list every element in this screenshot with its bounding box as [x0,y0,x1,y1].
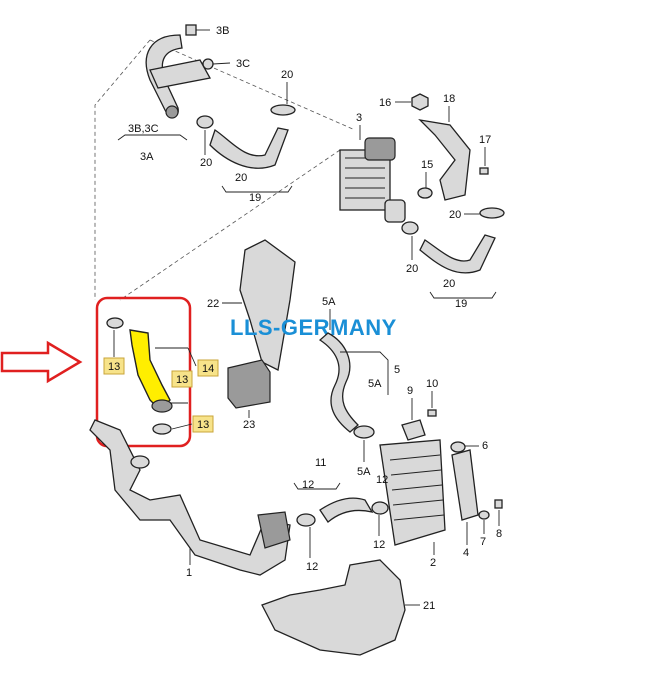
callout-3: 3 [356,112,362,124]
callout-16: 16 [379,97,391,109]
callout-12-c: 12 [306,561,318,573]
part-17-bolt [479,167,489,175]
callout-5a-bot: 5A [357,466,371,478]
callout-7: 7 [480,536,486,548]
callout-20-e: 20 [406,263,418,275]
part-15-grommet [417,187,433,199]
svg-text:14: 14 [202,363,214,375]
callout-20-a: 20 [281,69,293,81]
part-4-bracket [451,449,479,521]
part-19-hose-top [196,104,296,169]
badge-13-right: 13 [171,370,193,388]
callout-5: 5 [394,364,400,376]
callout-2: 2 [430,557,436,569]
svg-text:13: 13 [176,374,188,386]
part-2-intercooler-lower [379,439,446,546]
part-21-underbody-guard [261,559,406,656]
part-18-bracket [418,119,471,201]
svg-text:13: 13 [108,361,120,373]
badge-14: 14 [197,359,219,377]
part-5-hose [318,332,375,439]
callout-15: 15 [421,159,433,171]
watermark-text: LLS-GERMANY [230,315,397,340]
callout-19-right: 19 [455,298,467,310]
callout-23: 23 [243,419,255,431]
callout-20-d: 20 [449,209,461,221]
part-11-hose [296,497,389,527]
callout-9: 9 [407,385,413,397]
callout-11: 11 [315,457,326,469]
callout-12-d: 12 [373,539,385,551]
bolt-3b [185,24,210,36]
callout-5a-mid: 5A [368,378,382,390]
hose-13-highlighted [129,329,171,411]
callout-10: 10 [426,378,438,390]
badge-13-bottom: 13 [192,415,214,433]
callout-19-top: 19 [249,192,261,204]
part-3a-pipe-assembly [145,34,212,119]
callout-3a: 3A [140,151,154,163]
part-22-air-duct [239,239,296,371]
callout-12-a: 12 [302,479,314,491]
callout-12-b: 12 [376,474,388,486]
callout-20-b: 20 [200,157,212,169]
nut-3c [202,58,231,70]
callout-17: 17 [479,134,491,146]
callout-3b: 3B [216,25,229,37]
callout-8: 8 [496,528,502,540]
svg-text:13: 13 [197,419,209,431]
callout-22: 22 [207,298,219,310]
callout-3b3c: 3B,3C [128,123,159,135]
callout-6: 6 [482,440,488,452]
bracket-3b3c [117,134,188,141]
badge-13-left: 13 [103,357,125,375]
callout-20-f: 20 [443,278,455,290]
clamp-13-bottom [152,423,172,435]
part-6-grommet [450,441,466,453]
highlight-arrow-icon [0,340,83,384]
clamp-13-top [106,317,124,329]
part-16-nut [411,93,429,111]
callout-21: 21 [423,600,435,612]
part-7-nut [478,510,490,520]
callout-1: 1 [186,567,192,579]
part-9-bracket [401,419,426,441]
assembly-guide-lines [94,39,356,301]
callout-18: 18 [443,93,455,105]
callout-4: 4 [463,547,469,559]
callout-5a-top: 5A [322,296,336,308]
callout-3c: 3C [236,58,250,70]
part-8-bolt [494,499,503,509]
callout-20-c: 20 [235,172,247,184]
part-3-intercooler-upper [339,137,406,223]
part-10-bolt [427,409,437,417]
hose-end-coupler [151,399,173,413]
part-1-lower-pipe [89,419,291,576]
part-19-hose-right [401,207,505,274]
part-23-foam-block [227,359,271,409]
